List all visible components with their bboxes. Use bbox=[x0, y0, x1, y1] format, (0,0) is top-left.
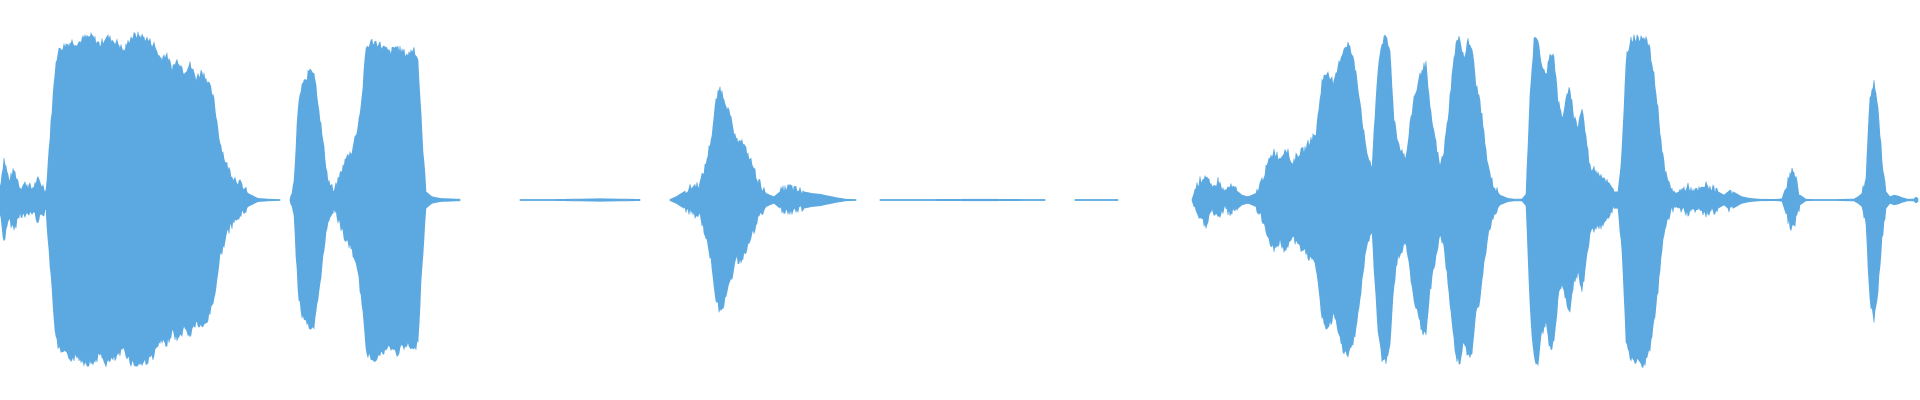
waveform-segment-5 bbox=[879, 198, 1046, 202]
waveform-segment-3 bbox=[519, 198, 641, 202]
waveform-segments bbox=[0, 31, 1919, 369]
waveform-segment-1 bbox=[0, 31, 281, 368]
waveform-segment-7 bbox=[1191, 34, 1919, 369]
waveform-segment-4 bbox=[669, 86, 857, 313]
waveform-segment-2 bbox=[289, 38, 461, 362]
waveform-segment-6 bbox=[1074, 199, 1119, 201]
